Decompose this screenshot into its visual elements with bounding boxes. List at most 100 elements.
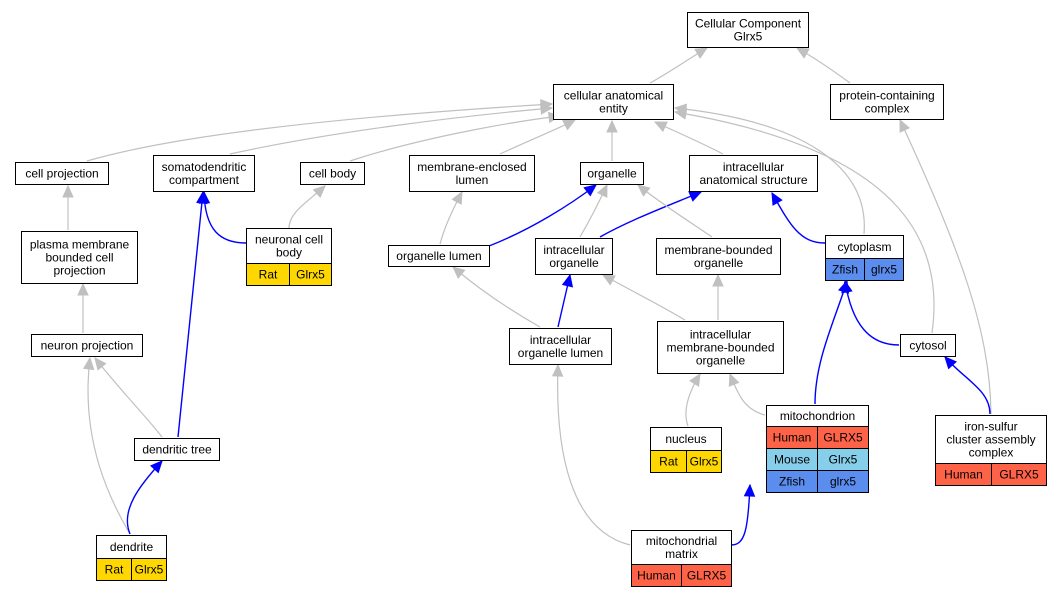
node-box [388, 245, 490, 267]
node-cellproj[interactable]: cell projection [15, 162, 109, 185]
edge-mito-imbo-is-a [728, 372, 766, 416]
node-box [31, 334, 143, 357]
gene-cell [817, 470, 869, 493]
node-label: organelle lumen [396, 249, 481, 263]
node-label: neuron projection [41, 339, 134, 353]
node-label: somatodendritic [162, 160, 247, 174]
node-box [689, 155, 818, 192]
node-label: matrix [665, 547, 698, 561]
node-box [830, 84, 944, 120]
node-label: cytosol [909, 339, 946, 353]
edge-organelle-cae-is-a [606, 119, 618, 161]
edge-intorg-ias-part-of [599, 191, 703, 238]
edge-nucleus-imbo-is-a [685, 372, 701, 427]
gene-cell [864, 258, 904, 281]
edge-ncb-somato-part-of [198, 190, 247, 244]
node-label: entity [599, 102, 628, 116]
node-box [300, 162, 365, 185]
node-cytosol[interactable]: cytosol [900, 334, 956, 357]
edge-ncb-cellbody-is-a [288, 185, 326, 229]
node-box [134, 438, 220, 461]
node-label: lumen [456, 173, 489, 187]
gene-label: Glrx5 [296, 268, 325, 282]
node-dtree[interactable]: dendritic tree [134, 438, 220, 461]
edge-dtree-somato-part-of [177, 190, 208, 438]
species-label: Human [773, 431, 812, 445]
node-label: iron-sulfur [964, 420, 1017, 434]
edge-cae-root-is-a [649, 47, 709, 84]
node-label: complex [865, 102, 910, 116]
node-label: intracellular [690, 328, 751, 342]
edge-cytoplasm-ias-part-of [771, 191, 826, 244]
node-label: projection [53, 264, 105, 278]
edge-cellproj-cae-is-a [86, 98, 554, 162]
edge-neuproj-pmbcp-is-a [77, 282, 89, 333]
edge-iscac-pcc-is-a [899, 118, 992, 415]
species-label: Zfish [779, 475, 805, 489]
node-label: nucleus [665, 432, 706, 446]
gene-label: glrx5 [830, 475, 856, 489]
node-label: intracellular [543, 243, 604, 257]
gene-label: glrx5 [871, 263, 897, 277]
node-label: intracellular [723, 160, 784, 174]
gene-label: Glrx5 [690, 455, 719, 469]
node-label: neuronal cell [255, 233, 323, 247]
node-organelle[interactable]: organelle [580, 162, 644, 185]
node-label: organelle [696, 354, 746, 368]
node-label: body [276, 246, 302, 260]
node-neuproj[interactable]: neuron projection [31, 334, 143, 357]
node-orglumen[interactable]: organelle lumen [388, 245, 490, 267]
edge-dendrite-neuproj-is-a [82, 356, 131, 535]
gene-label: GLRX5 [823, 431, 863, 445]
node-label: plasma membrane [30, 238, 130, 252]
node-box [580, 162, 644, 185]
node-label: Cellular Component [695, 17, 802, 31]
edge-memlumen-cae-is-a [499, 119, 577, 155]
edge-iol-intorg-part-of [557, 273, 574, 328]
node-box [553, 84, 674, 120]
edge-mito-cytoplasm-part-of [814, 279, 850, 405]
edge-pmbcp-cellproj-is-a [62, 184, 74, 230]
edge-cytosol-cae-is-a [673, 108, 935, 334]
node-label: organelle [694, 256, 744, 270]
edge-imbo-intorg-is-a [601, 274, 686, 321]
node-label: compartment [169, 173, 240, 187]
node-box [687, 12, 809, 48]
node-box [409, 155, 535, 192]
node-box [900, 334, 956, 357]
node-label: cluster assembly [946, 433, 1035, 447]
node-box [657, 321, 784, 374]
edge-layer [62, 47, 992, 546]
node-label: mitochondrial [646, 534, 717, 548]
gene-label: Glrx5 [829, 453, 858, 467]
node-cellbody[interactable]: cell body [300, 162, 365, 185]
node-label: cellular anatomical [564, 89, 663, 103]
node-label: dendritic tree [142, 443, 212, 457]
node-label: anatomical structure [699, 173, 807, 187]
node-label: cytoplasm [837, 240, 891, 254]
gene-cell [681, 564, 732, 587]
node-box [15, 162, 109, 185]
node-label: intracellular [530, 333, 591, 347]
node-label: membrane-enclosed [417, 160, 526, 174]
node-label: cell projection [25, 167, 98, 181]
gene-label: Glrx5 [135, 563, 164, 577]
